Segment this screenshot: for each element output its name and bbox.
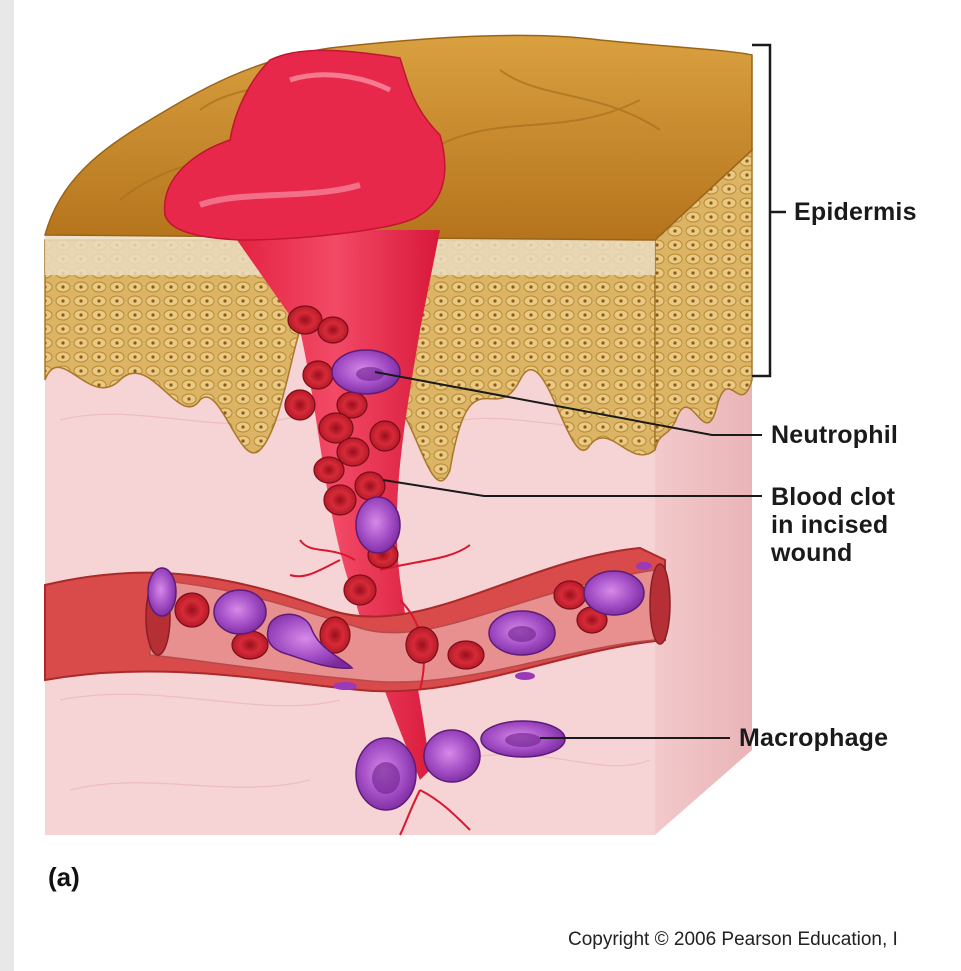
- blood-clot-label: Blood clot in incised wound: [771, 483, 895, 567]
- epidermis-label: Epidermis: [794, 198, 917, 226]
- epidermis-bracket: [752, 45, 786, 376]
- blood-clot-label-line2: in incised: [771, 511, 895, 539]
- blood-clot-label-line3: wound: [771, 539, 895, 567]
- panel-letter: (a): [48, 862, 80, 893]
- neutrophil-label: Neutrophil: [771, 421, 898, 449]
- copyright-notice: Copyright © 2006 Pearson Education, I: [568, 929, 961, 951]
- blood-clot-label-line1: Blood clot: [771, 483, 895, 511]
- macrophage-label: Macrophage: [739, 724, 888, 752]
